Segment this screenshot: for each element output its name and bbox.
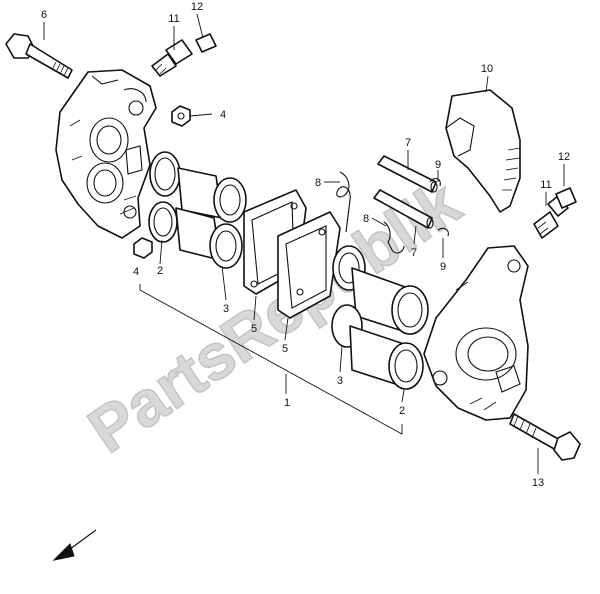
callout-5-left: 5 bbox=[251, 323, 257, 335]
callout-8-upper: 8 bbox=[315, 177, 321, 189]
left-caliper-body bbox=[55, 69, 157, 239]
callout-7-lower: 7 bbox=[411, 247, 417, 259]
bleeder-cap-12-top bbox=[195, 33, 217, 53]
callout-7-upper: 7 bbox=[405, 137, 411, 149]
bleeder-cap-12-right bbox=[555, 187, 577, 209]
pistons-3-right bbox=[331, 245, 429, 390]
callout-4-lower: 4 bbox=[133, 266, 139, 278]
callout-11-top: 11 bbox=[168, 13, 179, 25]
right-caliper-body bbox=[423, 245, 529, 421]
callout-8-lower: 8 bbox=[363, 213, 369, 225]
callout-12-right: 12 bbox=[558, 151, 570, 163]
nut-4-upper bbox=[171, 105, 191, 127]
piston-seals-2-left bbox=[148, 151, 181, 243]
callout-2-right: 2 bbox=[399, 405, 405, 417]
callout-9-upper: 9 bbox=[435, 159, 441, 171]
bolt-6 bbox=[5, 33, 73, 79]
callout-1: 1 bbox=[284, 397, 290, 409]
callout-3-left: 3 bbox=[223, 303, 229, 315]
callout-4-upper: 4 bbox=[220, 109, 226, 121]
callout-5-right: 5 bbox=[282, 343, 288, 355]
callout-11-right: 11 bbox=[540, 179, 551, 191]
brake-pad-5-right bbox=[277, 211, 341, 319]
pad-pins-7 bbox=[373, 155, 438, 229]
callout-2-left: 2 bbox=[157, 265, 163, 277]
pad-cover-10 bbox=[445, 89, 521, 213]
callout-3-right: 3 bbox=[337, 375, 343, 387]
callout-12-top: 12 bbox=[191, 1, 203, 13]
callout-9-lower: 9 bbox=[440, 261, 446, 273]
clips-9 bbox=[429, 177, 449, 237]
bolt-13 bbox=[509, 413, 581, 461]
direction-arrow-icon bbox=[52, 529, 97, 561]
bleeder-valve-11-right bbox=[533, 195, 569, 239]
pistons-3-left bbox=[175, 167, 247, 269]
nut-4-lower bbox=[133, 237, 153, 259]
pad-spring-8-lower bbox=[383, 221, 405, 254]
callout-6: 6 bbox=[41, 9, 47, 21]
callout-13: 13 bbox=[532, 477, 544, 489]
assembly-bracket-1 bbox=[139, 284, 403, 435]
pad-spring-8-upper bbox=[336, 171, 351, 233]
bleeder-valve-11-top bbox=[151, 39, 193, 77]
leader-lines bbox=[43, 13, 565, 474]
callout-10: 10 bbox=[481, 63, 493, 75]
callout-labels: 1 2 2 3 3 4 4 5 5 6 7 7 8 8 9 9 10 11 11… bbox=[41, 1, 570, 489]
